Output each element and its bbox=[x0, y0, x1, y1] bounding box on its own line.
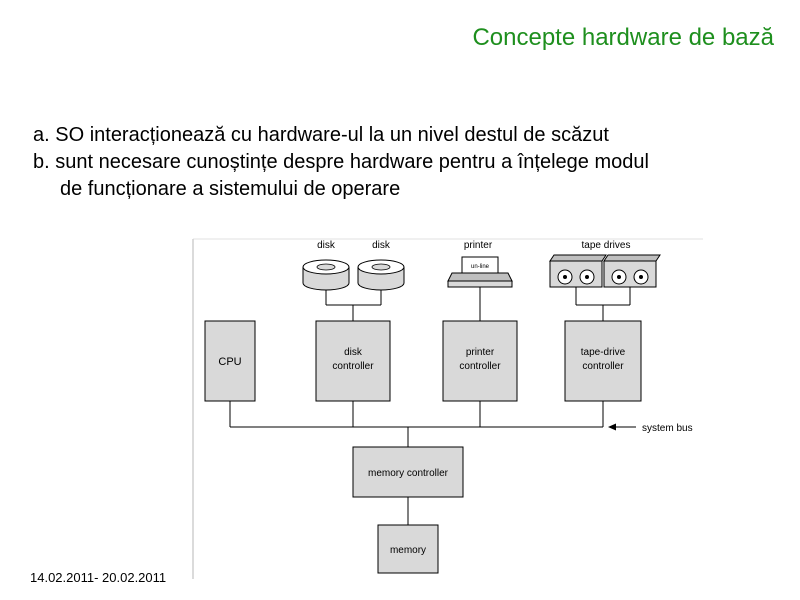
disk-icon-1 bbox=[303, 260, 349, 290]
tape-drive-controller-label-line2: controller bbox=[582, 361, 624, 372]
cpu-label: CPU bbox=[218, 356, 241, 368]
disk-controller-label-line1: disk bbox=[344, 347, 363, 358]
system-bus-arrow bbox=[608, 424, 636, 431]
tape-drive-icon-1 bbox=[550, 255, 606, 287]
bullet-item-a: a. SO interacționează cu hardware-ul la … bbox=[33, 122, 783, 149]
hardware-diagram: disk disk printer tape drives un-line bbox=[190, 235, 705, 580]
tape-drive-controller-label-line1: tape-drive bbox=[581, 347, 626, 358]
tape-drive-icon-2 bbox=[604, 255, 660, 287]
memory-label: memory bbox=[390, 545, 426, 556]
bullet-item-b-continued: de funcționare a sistemului de operare bbox=[33, 176, 783, 203]
printer-paper-text: un-line bbox=[471, 264, 490, 270]
slide-title: Concepte hardware de bază bbox=[472, 24, 774, 52]
system-bus-label: system bus bbox=[642, 423, 693, 434]
date-footer: 14.02.2011- 20.02.2011 bbox=[30, 570, 166, 585]
disk-icon-2 bbox=[358, 260, 404, 290]
disk-label-1: disk bbox=[317, 240, 336, 251]
bullet-list: a. SO interacționează cu hardware-ul la … bbox=[33, 122, 783, 203]
printer-label: printer bbox=[464, 240, 493, 251]
printer-controller-label-line2: controller bbox=[459, 361, 501, 372]
printer-icon: un-line bbox=[448, 257, 512, 287]
disk-controller-label-line2: controller bbox=[332, 361, 374, 372]
printer-controller-label-line1: printer bbox=[466, 347, 495, 358]
bullet-item-b: b. sunt necesare cunoștințe despre hardw… bbox=[33, 149, 783, 176]
tape-drives-label: tape drives bbox=[582, 240, 631, 251]
device-connectors bbox=[326, 287, 630, 321]
disk-label-2: disk bbox=[372, 240, 391, 251]
memory-controller-label: memory controller bbox=[368, 468, 449, 479]
system-bus bbox=[230, 401, 603, 447]
